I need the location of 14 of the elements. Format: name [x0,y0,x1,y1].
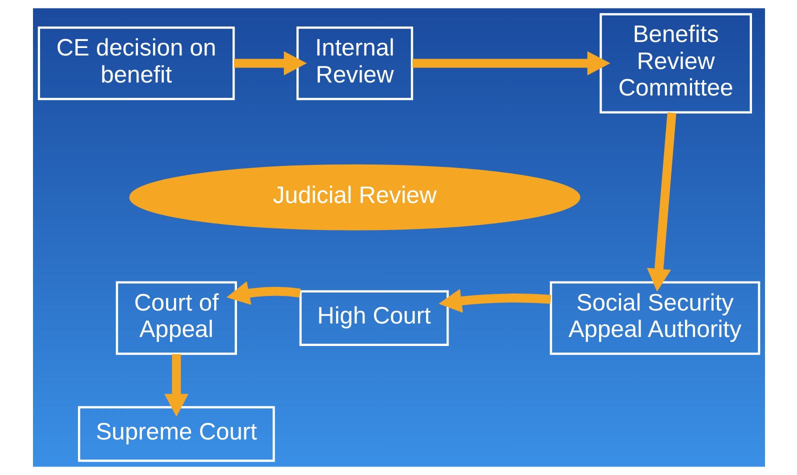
node-box: CE decision on benefit [37,26,234,100]
node-box: Benefits Review Committee [599,13,752,114]
arrow [164,354,188,417]
node-box: Social Security Appeal Authority [549,281,760,355]
node-box: Court of Appeal [115,281,236,355]
node-box: High Court [298,290,448,346]
node-box: Supreme Court [77,406,274,462]
arrow [646,112,676,292]
arrow [412,51,610,76]
node-box: Internal Review [296,26,413,100]
arrow [438,288,551,313]
node-ellipse: Judicial Review [128,164,580,230]
arrow [234,51,306,76]
arrow [226,281,300,305]
